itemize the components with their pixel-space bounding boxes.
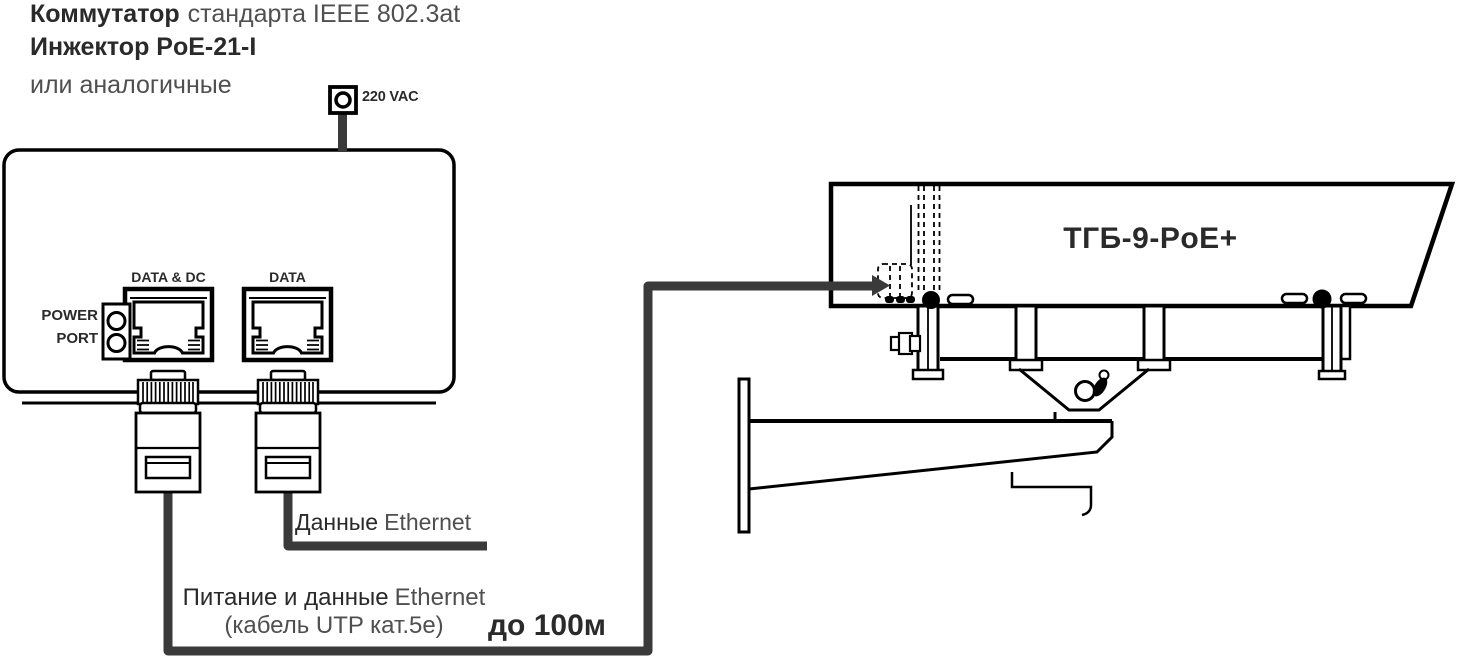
title-injector: Инжектор PoE-21-I: [30, 33, 257, 61]
port-word: PORT: [56, 330, 98, 347]
power-plug-icon: [328, 85, 358, 115]
title-standard: стандарта IEEE 802.3at: [187, 0, 461, 28]
poe-cable-label-line2: (кабель UTP кат.5e): [224, 612, 444, 639]
rj45-jack-data: [244, 289, 331, 360]
camera-model-label: ТГБ-9-PoE+: [1063, 222, 1238, 255]
led-indicator-block: [101, 302, 132, 361]
data-word: Данные: [295, 509, 379, 535]
rj45-plug-data-dc: [134, 369, 202, 494]
title-switch: Коммутатор: [30, 0, 180, 28]
camera-bracket: [737, 377, 1114, 534]
camera-unit: [737, 181, 1456, 534]
led-indicator: [106, 333, 127, 353]
port-label-data-dc: DATA & DC: [131, 269, 206, 285]
power-plug-pin-icon: [334, 91, 352, 109]
rj45-plug-data: [254, 369, 322, 494]
poe-cable: [163, 275, 890, 656]
rj45-jack-data-dc: [125, 289, 212, 360]
data-cable: [283, 490, 487, 551]
led-indicator: [106, 311, 127, 331]
power-word: POWER: [41, 307, 98, 324]
wall-plate: [737, 377, 751, 534]
power-feed: [328, 85, 358, 152]
power-port-label: POWER PORT: [28, 304, 98, 350]
pan-tilt-mount: [1010, 367, 1150, 517]
side-bolt: [889, 331, 922, 356]
shield-screws: [922, 289, 1368, 309]
port-label-data: DATA: [269, 269, 306, 285]
max-distance-label: до 100м: [488, 609, 606, 642]
ethernet-word: Ethernet: [384, 509, 472, 535]
camera-sunshield: [828, 181, 1456, 309]
cable-arrowhead: [872, 275, 890, 296]
cable-gland: [877, 186, 941, 303]
title-analogs: или аналогичные: [30, 71, 232, 99]
bracket-arm-bottom: [748, 421, 1114, 491]
power-voltage-label: 220 VAC: [362, 89, 419, 105]
shield-standoffs: [911, 304, 1352, 381]
